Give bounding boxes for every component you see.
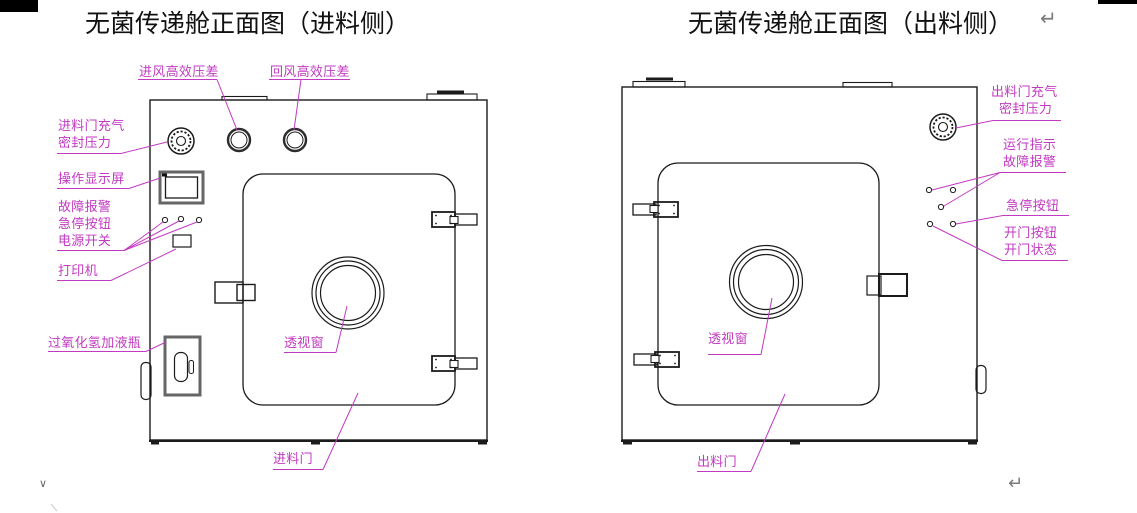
cabinet-top-tab xyxy=(426,93,478,101)
door-latch[interactable] xyxy=(431,355,478,372)
annotation-leaders xyxy=(48,79,1069,472)
paragraph-return-icon: ↵ xyxy=(1040,6,1057,30)
discharge-side-title: 无菌传递舱正面图（出料侧） xyxy=(688,11,1014,38)
view-window-inner xyxy=(737,253,795,311)
seal-pressure-gauge-icon xyxy=(167,127,195,155)
h2o2-bottle-panel xyxy=(163,335,202,397)
label-estop-right: 急停按钮 xyxy=(1006,198,1060,213)
screen-edge-artifact xyxy=(1098,0,1137,4)
side-bump xyxy=(140,361,152,401)
label-fault-alarm-right: 故障报警 xyxy=(1003,154,1057,169)
feed-door-panel[interactable] xyxy=(242,173,456,406)
power-switch[interactable] xyxy=(195,216,203,224)
door-latch[interactable] xyxy=(431,211,478,228)
screen-edge-artifact xyxy=(0,0,38,12)
view-window-inner xyxy=(319,264,377,322)
label-inlet-hepa-dp: 进风高效压差 xyxy=(139,64,219,79)
label-run-indicator: 运行指示 xyxy=(1003,137,1057,152)
inlet-hepa-port-icon xyxy=(226,127,252,153)
operation-display-screen[interactable] xyxy=(158,170,205,205)
feed-side-title: 无菌传递舱正面图（进料侧） xyxy=(85,11,411,38)
label-discharge-door-seal-1: 出料门充气 xyxy=(991,84,1058,99)
return-hepa-port-icon xyxy=(282,127,308,153)
label-feed-door: 进料门 xyxy=(273,451,313,466)
cabinet-body xyxy=(621,86,978,441)
label-open-status: 开门状态 xyxy=(1004,242,1058,257)
estop-button[interactable] xyxy=(177,215,185,223)
label-return-hepa-dp: 回风高效压差 xyxy=(270,64,350,79)
discharge-door xyxy=(632,162,908,406)
door-hinge xyxy=(866,273,908,297)
view-window xyxy=(728,244,804,320)
label-h2o2-bottle: 过氧化氢加液瓶 xyxy=(48,335,142,350)
label-discharge-door: 出料门 xyxy=(697,454,737,469)
chevron-down-icon[interactable]: ∨ xyxy=(39,477,48,490)
label-printer: 打印机 xyxy=(58,263,98,278)
door-open-status-light xyxy=(949,220,957,228)
door-open-button[interactable] xyxy=(926,220,934,228)
label-power-switch: 电源开关 xyxy=(58,233,112,248)
discharge-side-instruments xyxy=(925,113,957,228)
discharge-door-panel[interactable] xyxy=(657,162,880,406)
label-fault-alarm: 故障报警 xyxy=(58,199,112,214)
door-latch[interactable] xyxy=(633,351,680,368)
discharge-side-cabinet xyxy=(621,77,987,445)
fault-alarm-light xyxy=(949,186,957,194)
view-window-ring xyxy=(315,260,381,326)
label-discharge-window: 透视窗 xyxy=(708,331,748,346)
feed-side-cabinet xyxy=(140,90,488,445)
run-indicator-light xyxy=(925,186,933,194)
door-latch[interactable] xyxy=(632,201,679,218)
view-window-ring xyxy=(732,248,800,316)
label-display: 操作显示屏 xyxy=(58,171,125,186)
label-open-button: 开门按钮 xyxy=(1004,225,1058,240)
cabinet-top-tab xyxy=(632,80,686,88)
label-feed-window: 透视窗 xyxy=(284,335,324,350)
stray-mark xyxy=(50,503,58,512)
side-bump xyxy=(975,364,987,395)
door-hinge xyxy=(214,281,256,304)
view-window xyxy=(311,256,385,330)
estop-button[interactable] xyxy=(937,203,945,211)
printer-slot xyxy=(172,234,192,248)
feed-door xyxy=(214,173,478,406)
label-estop: 急停按钮 xyxy=(58,216,112,231)
feed-side-instruments xyxy=(158,127,308,397)
label-discharge-door-seal-2: 密封压力 xyxy=(999,101,1053,116)
seal-pressure-gauge-icon xyxy=(929,113,957,141)
fault-alarm-light xyxy=(161,216,169,224)
label-feed-door-seal-2: 密封压力 xyxy=(58,135,112,150)
label-feed-door-seal-1: 进料门充气 xyxy=(58,118,125,133)
paragraph-return-icon: ↵ xyxy=(1008,473,1024,494)
